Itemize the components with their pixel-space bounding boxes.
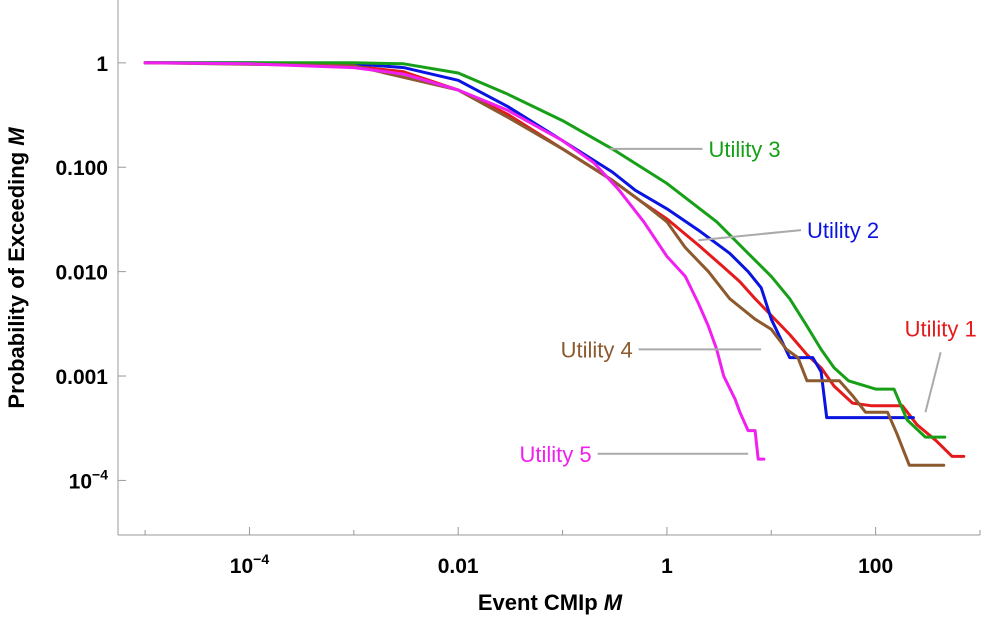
series-label-utility-5: Utility 5 xyxy=(520,442,592,467)
x-tick-label: 100 xyxy=(858,555,893,578)
y-tick-label: 1 xyxy=(96,53,108,76)
series-lines xyxy=(143,61,966,467)
x-ticks: 10−4 0.01 1 100 xyxy=(144,527,981,578)
x-axis-title: Event CMIp M xyxy=(478,590,623,615)
series-label-utility-4: Utility 4 xyxy=(561,337,633,362)
series-labels: Utility 1 Utility 2 Utility 3 Utility 4 Util… xyxy=(520,137,977,467)
y-axis-title: Probability of Exceeding M xyxy=(4,127,29,409)
x-tick-label: 10−4 xyxy=(230,551,270,578)
series-label-utility-2: Utility 2 xyxy=(807,218,879,243)
series-line-utility-3 xyxy=(143,61,947,439)
series-line-utility-2 xyxy=(143,61,915,420)
x-tick-label: 0.01 xyxy=(438,555,479,578)
y-tick-label: 0.001 xyxy=(55,366,108,389)
y-tick-label: 0.010 xyxy=(55,262,108,285)
series-line-utility-4 xyxy=(143,61,946,467)
series-line-utility-5 xyxy=(143,61,766,461)
y-ticks: 1 0.100 0.010 0.001 10−4 xyxy=(55,53,126,493)
label-pointer-utility-2 xyxy=(698,229,802,242)
series-line-utility-1 xyxy=(143,61,966,458)
series-label-utility-1: Utility 1 xyxy=(905,316,977,341)
x-tick-label: 1 xyxy=(661,555,673,578)
label-pointer-utility-1 xyxy=(924,352,942,413)
series-label-utility-3: Utility 3 xyxy=(708,137,780,162)
y-tick-label: 10−4 xyxy=(69,466,109,493)
y-tick-label: 0.100 xyxy=(55,157,108,180)
